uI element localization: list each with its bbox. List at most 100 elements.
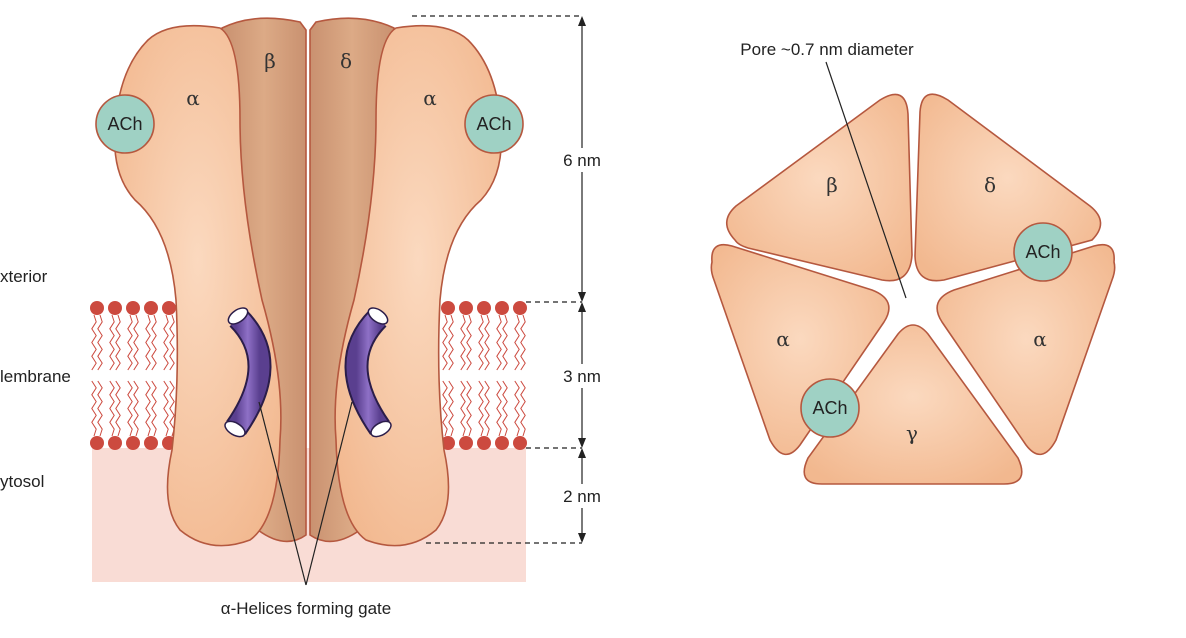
top-delta-label: δ (984, 173, 996, 197)
lipid-head (477, 436, 491, 450)
cytosol-region (92, 448, 526, 582)
lipid-head (126, 301, 140, 315)
lipid-tail (466, 314, 472, 371)
lipid-tail (91, 314, 97, 371)
ach-top-right: ACh (1013, 222, 1073, 282)
ach-left-side: ACh (95, 94, 155, 154)
lipid-head (144, 301, 158, 315)
lipid-tail (151, 314, 157, 371)
top-beta-label: β (826, 173, 838, 197)
lipid-tail (145, 314, 151, 371)
membrane-bilayer-left (90, 301, 176, 450)
lipid-head (126, 436, 140, 450)
top-view: Pore ~0.7 nm diameter ACh ACh β δ α α γ (710, 40, 1116, 485)
lipid-tail (151, 380, 157, 437)
lipid-tail (484, 380, 490, 437)
top-alpha-left-label: α (776, 327, 790, 351)
lipid-head (513, 436, 527, 450)
cytosol-label: ytosol (0, 472, 44, 491)
dimension-6nm: 6 nm (563, 151, 601, 170)
helix-leader-left (258, 401, 307, 586)
lipid-tail (484, 314, 490, 371)
ach-top-label: ACh (1025, 242, 1060, 262)
lipid-tail (520, 380, 526, 437)
lipid-tail (145, 380, 151, 437)
lipid-head (90, 301, 104, 315)
lipid-head (495, 436, 509, 450)
lipid-tail (514, 380, 520, 437)
lipid-head (459, 436, 473, 450)
lipid-tail (448, 380, 454, 437)
top-alpha-right-label: α (1033, 327, 1047, 351)
lipid-tail (448, 314, 454, 371)
lipid-head (162, 301, 176, 315)
lipid-head (513, 301, 527, 315)
dimension-3nm: 3 nm (563, 367, 601, 386)
lipid-head (477, 301, 491, 315)
lipid-tail (163, 314, 169, 371)
lipid-head (441, 301, 455, 315)
lipid-head (459, 301, 473, 315)
dimension-markers (412, 15, 583, 544)
lipid-head (144, 436, 158, 450)
lipid-tail (460, 380, 466, 437)
lipid-tail (127, 314, 133, 371)
lipid-tail (169, 314, 175, 371)
lipid-tail (496, 380, 502, 437)
lipid-tail (514, 314, 520, 371)
lipid-head (90, 436, 104, 450)
lipid-tail (496, 314, 502, 371)
lipid-tail (91, 380, 97, 437)
helices-caption: α-Helices forming gate (221, 599, 391, 618)
ach-bottom-left: ACh (800, 378, 860, 438)
alpha-left-label: α (186, 86, 200, 110)
lipid-tail (169, 380, 175, 437)
gate-helix-right (344, 307, 392, 438)
membrane-label: lembrane (0, 367, 71, 386)
lipid-head (108, 436, 122, 450)
ach-left-label: ACh (107, 114, 142, 134)
lipid-tail (502, 314, 508, 371)
pore-leader-line (825, 61, 907, 299)
pore-label: Pore ~0.7 nm diameter (740, 40, 914, 59)
lipid-head (495, 301, 509, 315)
lipid-tail (133, 380, 139, 437)
lipid-head (441, 436, 455, 450)
lipid-tail (442, 314, 448, 371)
lipid-tail (133, 314, 139, 371)
lipid-tail (163, 380, 169, 437)
lipid-head (108, 301, 122, 315)
ach-right-label: ACh (476, 114, 511, 134)
side-view: ACh ACh α β δ α xterior lembrane ytosol (0, 15, 601, 618)
delta-label: δ (340, 49, 352, 73)
lipid-tail (127, 380, 133, 437)
lipid-tail (115, 314, 121, 371)
lipid-tail (97, 314, 103, 371)
beta-label: β (264, 49, 276, 73)
dimension-arrowheads (578, 16, 586, 543)
membrane-bilayer-right (441, 301, 527, 450)
lipid-tail (442, 380, 448, 437)
lipid-tail (97, 380, 103, 437)
lipid-tail (520, 314, 526, 371)
exterior-label: xterior (0, 267, 48, 286)
gamma-subunit-top (803, 324, 1023, 485)
lipid-tail (478, 314, 484, 371)
lipid-tail (115, 380, 121, 437)
lipid-tail (502, 380, 508, 437)
alpha-right-label: α (423, 86, 437, 110)
lipid-tail (466, 380, 472, 437)
ach-bottom-label: ACh (812, 398, 847, 418)
dimension-2nm: 2 nm (563, 487, 601, 506)
gate-helix-left (224, 307, 272, 438)
ach-right-side: ACh (464, 94, 524, 154)
alpha-right-subunit-top (936, 243, 1116, 456)
lipid-tail (109, 314, 115, 371)
lipid-tail (109, 380, 115, 437)
lipid-tail (478, 380, 484, 437)
top-gamma-label: γ (906, 421, 918, 445)
lipid-tail (460, 314, 466, 371)
beta-subunit-top (725, 93, 913, 282)
helix-leader-right (305, 401, 353, 586)
